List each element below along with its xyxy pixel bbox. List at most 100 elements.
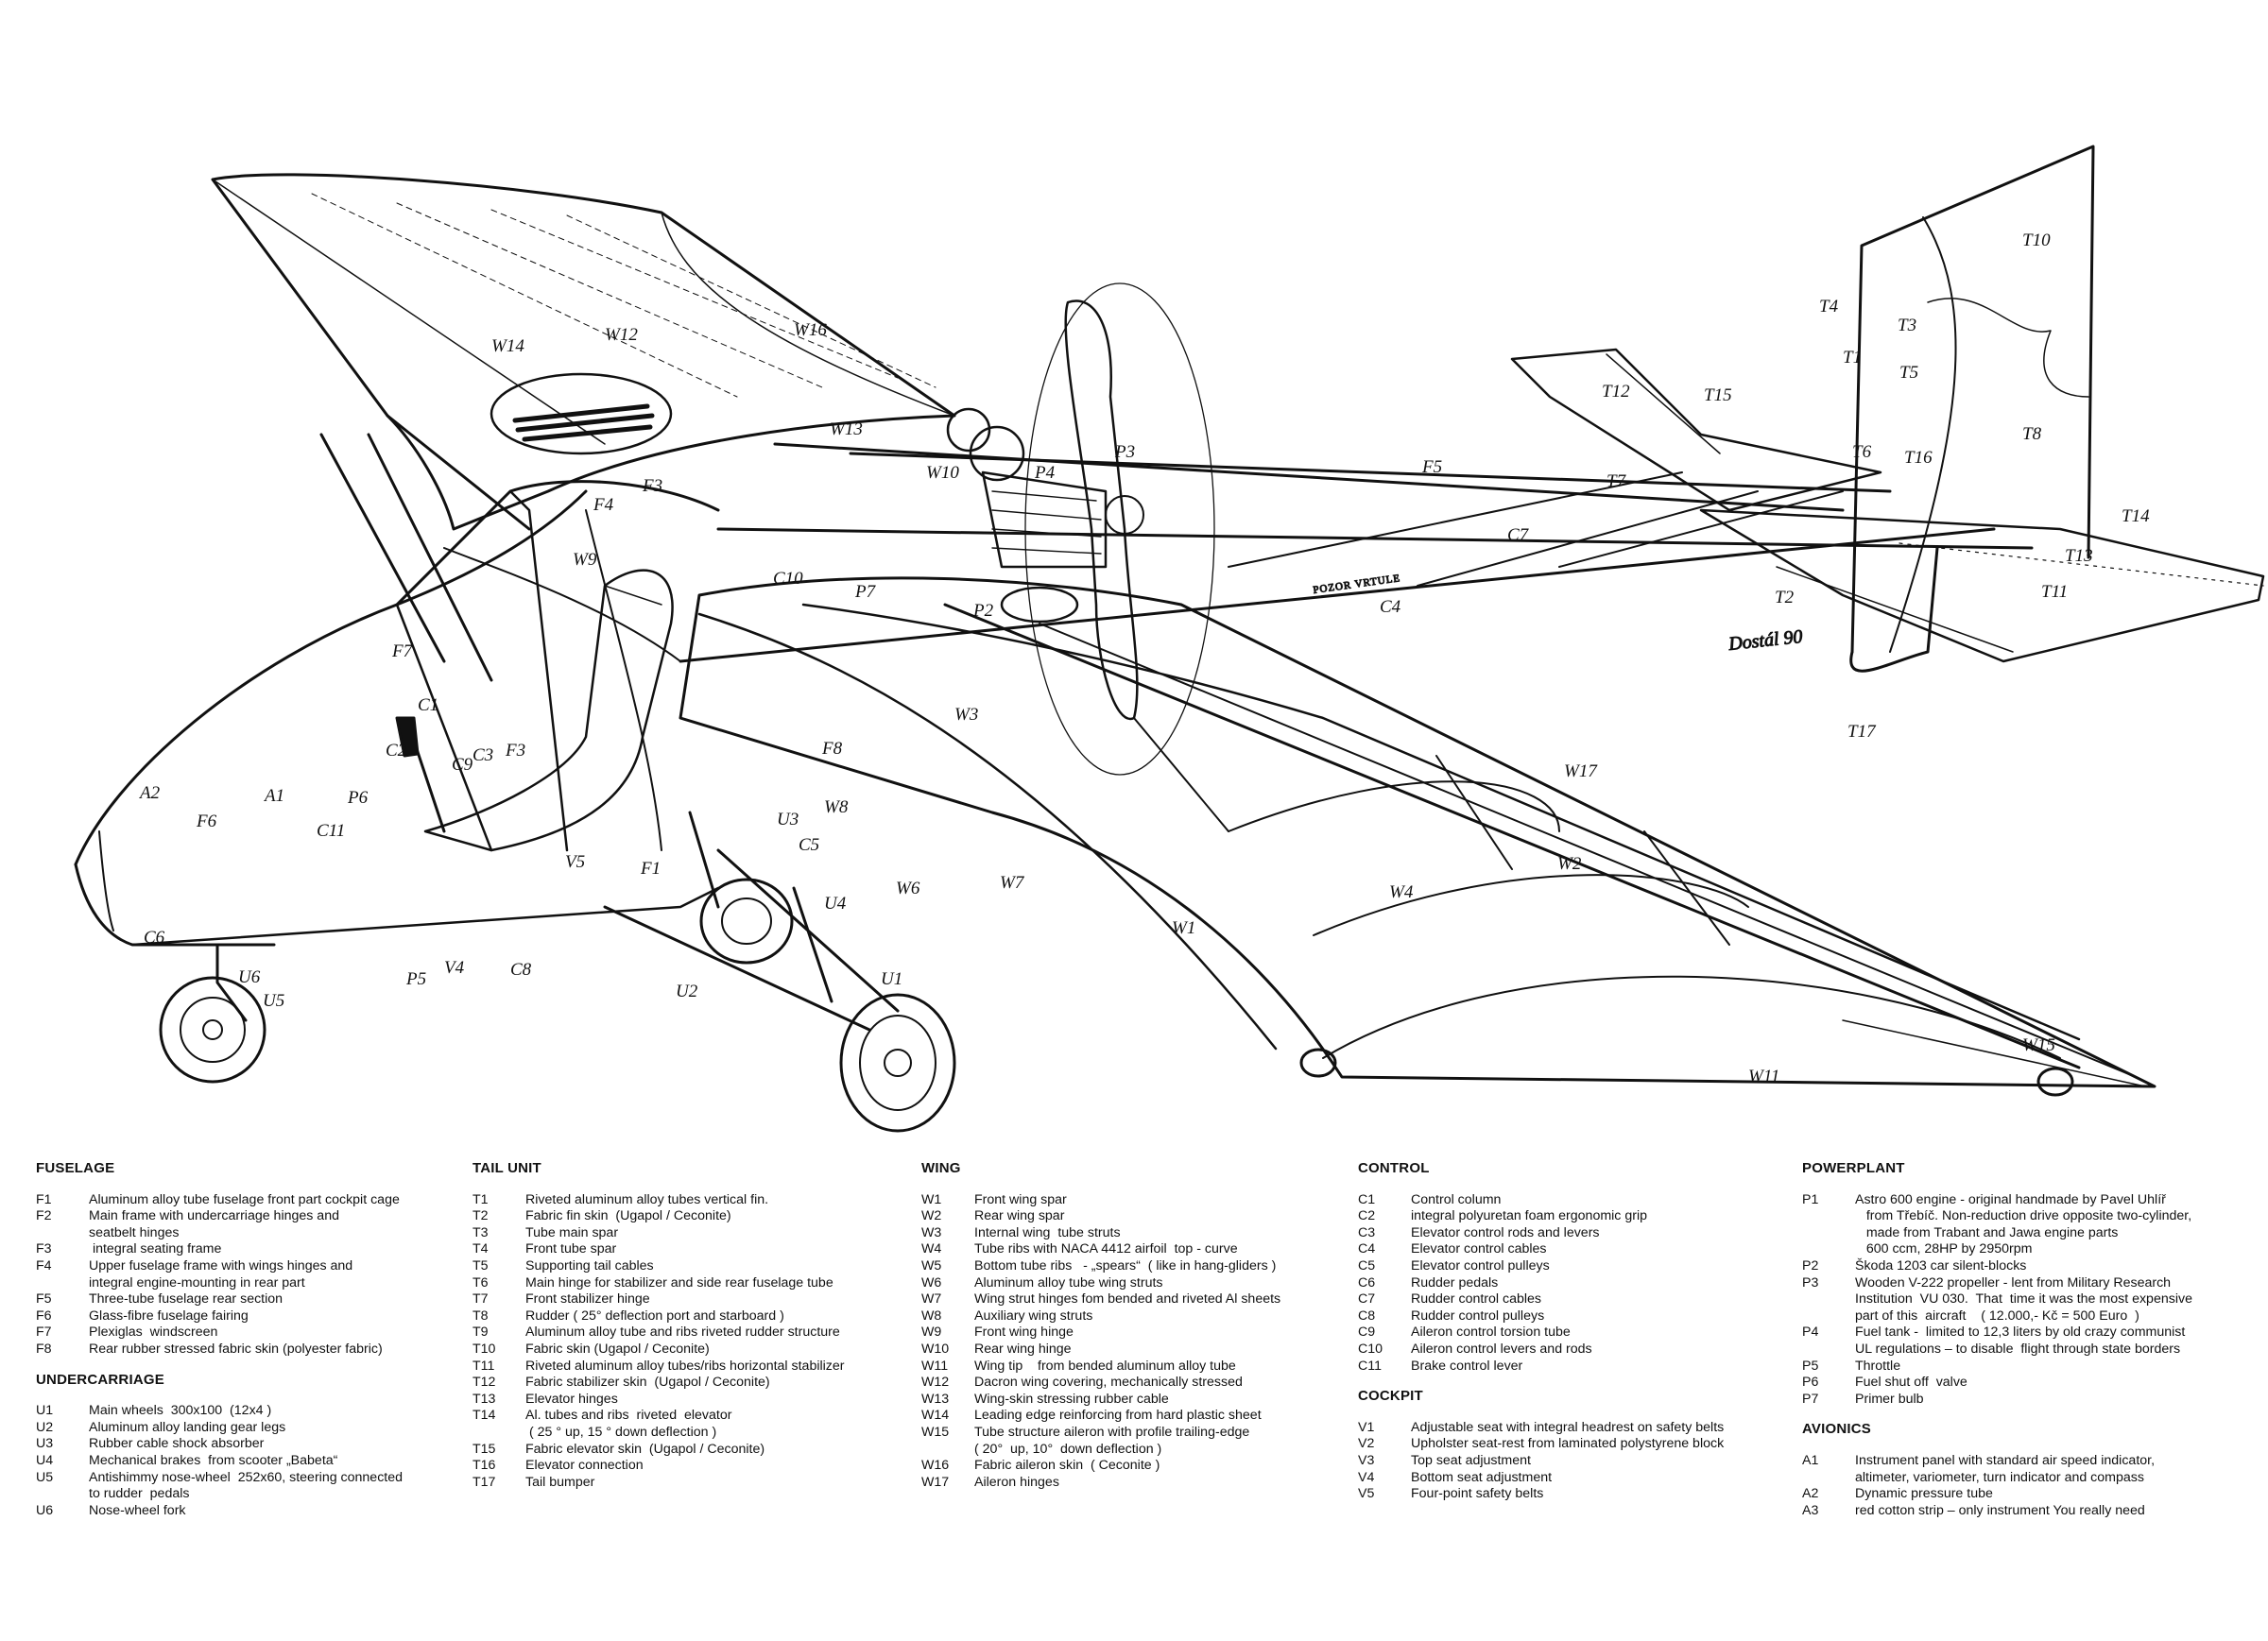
legend-item-code: W10 <box>921 1341 950 1357</box>
legend-item-text: Elevator control cables <box>1411 1241 1547 1257</box>
legend-item-text: Fabric aileron skin ( Ceconite ) <box>974 1458 1160 1474</box>
callout-label: C9 <box>452 755 473 775</box>
callout-label: C5 <box>799 835 819 855</box>
callout-label: W17 <box>1564 761 1598 781</box>
legend-item-text: Main wheels 300x100 (12x4 ) <box>89 1403 272 1419</box>
legend-item-code: T11 <box>472 1358 495 1374</box>
legend-item-code: V4 <box>1358 1469 1375 1485</box>
legend-item: F3 integral seating frame <box>36 1241 452 1258</box>
legend-item-code: T3 <box>472 1224 489 1240</box>
legend-item-code: A3 <box>1802 1502 1819 1518</box>
legend-item-code: T1 <box>472 1191 489 1207</box>
legend-item-text: Fabric skin (Ugapol / Ceconite) <box>525 1341 710 1357</box>
legend-item-code: W1 <box>921 1191 942 1207</box>
callout-label: U3 <box>777 810 799 829</box>
vertical-fin-rudder <box>1849 145 2095 673</box>
legend-item-text: Rudder control pulleys <box>1411 1308 1545 1324</box>
legend-item: V4 Bottom seat adjustment <box>1358 1470 1774 1487</box>
callout-label: U5 <box>263 991 284 1011</box>
callout-label: U1 <box>881 969 902 989</box>
legend-item-text: Bottom seat adjustment <box>1411 1469 1553 1485</box>
legend-item-text: Leading edge reinforcing from hard plast… <box>974 1408 1262 1424</box>
legend-item-text: Front tube spar <box>525 1241 617 1257</box>
legend-item-text: Top seat adjustment <box>1411 1452 1531 1468</box>
legend-item-code: V1 <box>1358 1419 1375 1435</box>
legend-item-code: T5 <box>472 1257 489 1273</box>
legend-item-code: V2 <box>1358 1436 1375 1452</box>
legend-item-code: C3 <box>1358 1224 1376 1240</box>
legend-item-code: W9 <box>921 1325 942 1341</box>
callout-label: T5 <box>1899 363 1918 383</box>
legend-item: C8 Rudder control pulleys <box>1358 1308 1774 1325</box>
callout-label: W15 <box>2022 1035 2055 1055</box>
legend-item-code: C8 <box>1358 1308 1376 1324</box>
legend-item-text: Fabric stabilizer skin (Ugapol / Ceconit… <box>525 1375 770 1391</box>
legend-item-code: F6 <box>36 1308 52 1324</box>
legend-item-code: T2 <box>472 1208 489 1224</box>
callout-label: F6 <box>196 812 217 831</box>
legend-item-text: Rudder ( 25° deflection port and starboa… <box>525 1308 784 1324</box>
legend-item-code: F1 <box>36 1191 52 1207</box>
legend-item-text: Plexiglas windscreen <box>89 1325 218 1341</box>
legend-item-code: F2 <box>36 1208 52 1224</box>
callout-label: C10 <box>773 569 803 589</box>
legend-item-text: Tail bumper <box>525 1474 595 1490</box>
legend-item-text: Brake control lever <box>1411 1358 1523 1374</box>
section-subtitle: UNDERCARRIAGE <box>36 1371 164 1388</box>
legend-item-text: Mechanical brakes from scooter „Babeta“ <box>89 1452 338 1468</box>
rear-fuselage <box>679 442 2034 663</box>
legend-item-text: Rudder control cables <box>1411 1291 1542 1308</box>
legend-item-text: integral polyuretan foam ergonomic grip <box>1411 1208 1647 1224</box>
front-fuselage <box>74 480 720 947</box>
legend-item-code: W17 <box>921 1474 950 1490</box>
legend-item-code: C2 <box>1358 1208 1376 1224</box>
callout-label: P7 <box>854 582 877 602</box>
left-wing-struts <box>319 414 531 682</box>
nose-wheel <box>159 976 266 1084</box>
legend-item-code: T6 <box>472 1274 489 1291</box>
legend-item-code: W7 <box>921 1291 942 1308</box>
legend-item-code: T7 <box>472 1291 489 1308</box>
right-wing <box>679 576 2156 1097</box>
legend-item-code: P6 <box>1802 1375 1819 1391</box>
legend-item-code: T9 <box>472 1325 489 1341</box>
legend-item: C2 integral polyuretan foam ergonomic gri… <box>1358 1208 1774 1225</box>
legend-item-text: Wooden V-222 propeller - lent from Milit… <box>1855 1274 2192 1324</box>
legend-item-text: Dynamic pressure tube <box>1855 1486 1993 1502</box>
legend-item-code: T15 <box>472 1441 496 1457</box>
callout-label: C3 <box>472 745 493 765</box>
callout-label: P4 <box>1034 463 1056 483</box>
legend-item-text: Rubber cable shock absorber <box>89 1436 265 1452</box>
callout-label: T2 <box>1775 588 1795 607</box>
seat <box>423 569 674 852</box>
upper-wing <box>211 173 956 531</box>
legend-item-code: A2 <box>1802 1486 1819 1502</box>
legend-item-code: W16 <box>921 1458 950 1474</box>
legend-item-code: F7 <box>36 1325 52 1341</box>
legend-item-text: Elevator control pulleys <box>1411 1257 1550 1273</box>
callout-label: C6 <box>144 928 165 948</box>
callout-label: F5 <box>1421 457 1442 477</box>
legend-item-code: T13 <box>472 1391 496 1407</box>
legend-item-code: P5 <box>1802 1358 1819 1374</box>
